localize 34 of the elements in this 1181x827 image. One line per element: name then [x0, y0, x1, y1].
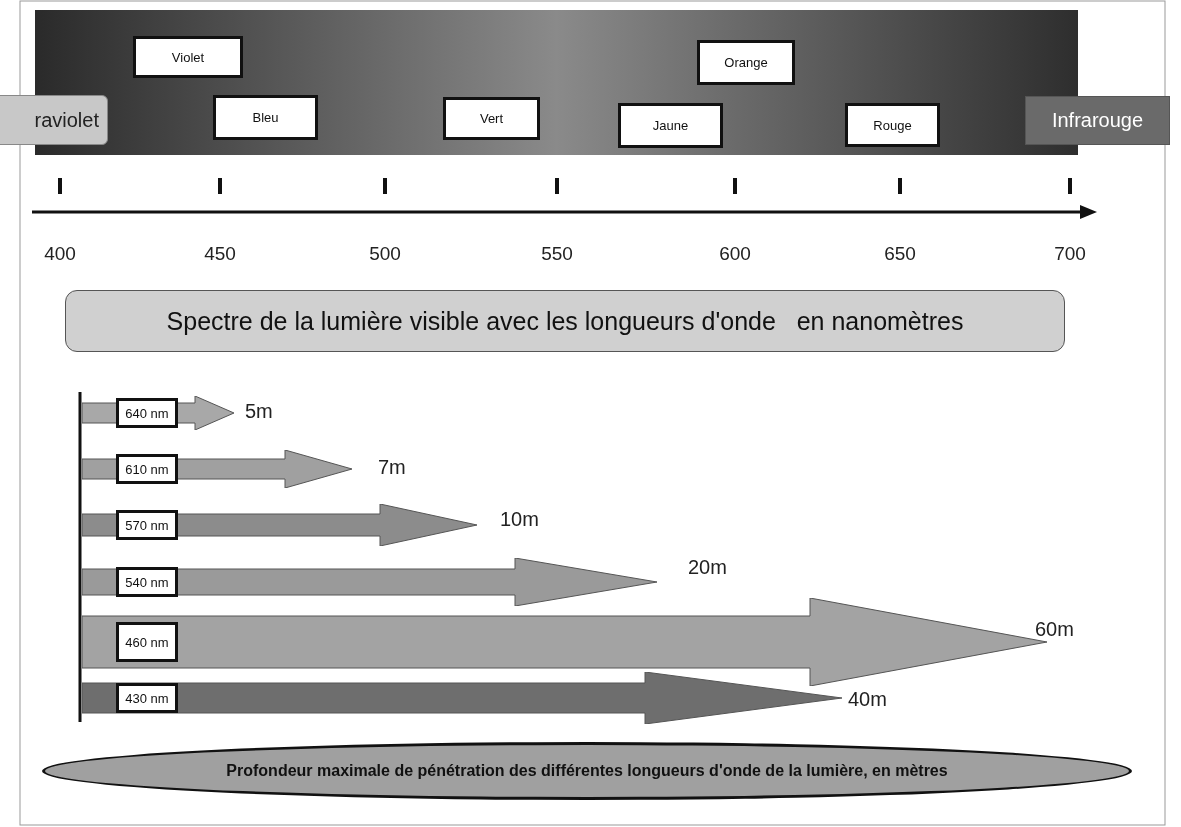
tick-label: 600	[718, 243, 752, 265]
depth-arrow-shape	[82, 504, 477, 546]
depth-arrow-shape	[82, 672, 842, 724]
tick-label: 500	[368, 243, 402, 265]
label-box: 540 nm	[116, 567, 178, 597]
depth-label: 60m	[1035, 618, 1074, 641]
label-box: 610 nm	[116, 454, 178, 484]
label-box: Orange	[697, 40, 795, 85]
label-box: Vert	[443, 97, 540, 140]
tick-label: 650	[883, 243, 917, 265]
depth-label: 5m	[245, 400, 273, 423]
tick-label: 450	[203, 243, 237, 265]
depth-arrow-shape	[82, 558, 657, 606]
tick-label: 700	[1053, 243, 1087, 265]
label-box: 640 nm	[116, 398, 178, 428]
tick-label: 400	[43, 243, 77, 265]
label-box: Jaune	[618, 103, 723, 148]
depth-arrow-shape	[82, 396, 234, 430]
label-box: 570 nm	[116, 510, 178, 540]
label-box: Rouge	[845, 103, 940, 147]
label-box: Bleu	[213, 95, 318, 140]
label-box: 460 nm	[116, 622, 178, 662]
depth-label: 20m	[688, 556, 727, 579]
label-box: 430 nm	[116, 683, 178, 713]
spectrum-label: Infrarouge	[1025, 96, 1170, 145]
depth-label: 10m	[500, 508, 539, 531]
tick-label: 550	[540, 243, 574, 265]
caption-ellipse: Profondeur maximale de pénétration des différentes longueurs d'onde de la lumière, en mètres	[42, 742, 1132, 800]
depth-arrow-shape	[82, 450, 352, 488]
caption-banner: Spectre de la lumière visible avec les longueurs d'onde en nanomètres	[65, 290, 1065, 352]
depth-label: 40m	[848, 688, 887, 711]
depth-label: 7m	[378, 456, 406, 479]
spectrum-label: raviolet	[0, 95, 108, 145]
label-box: Violet	[133, 36, 243, 78]
